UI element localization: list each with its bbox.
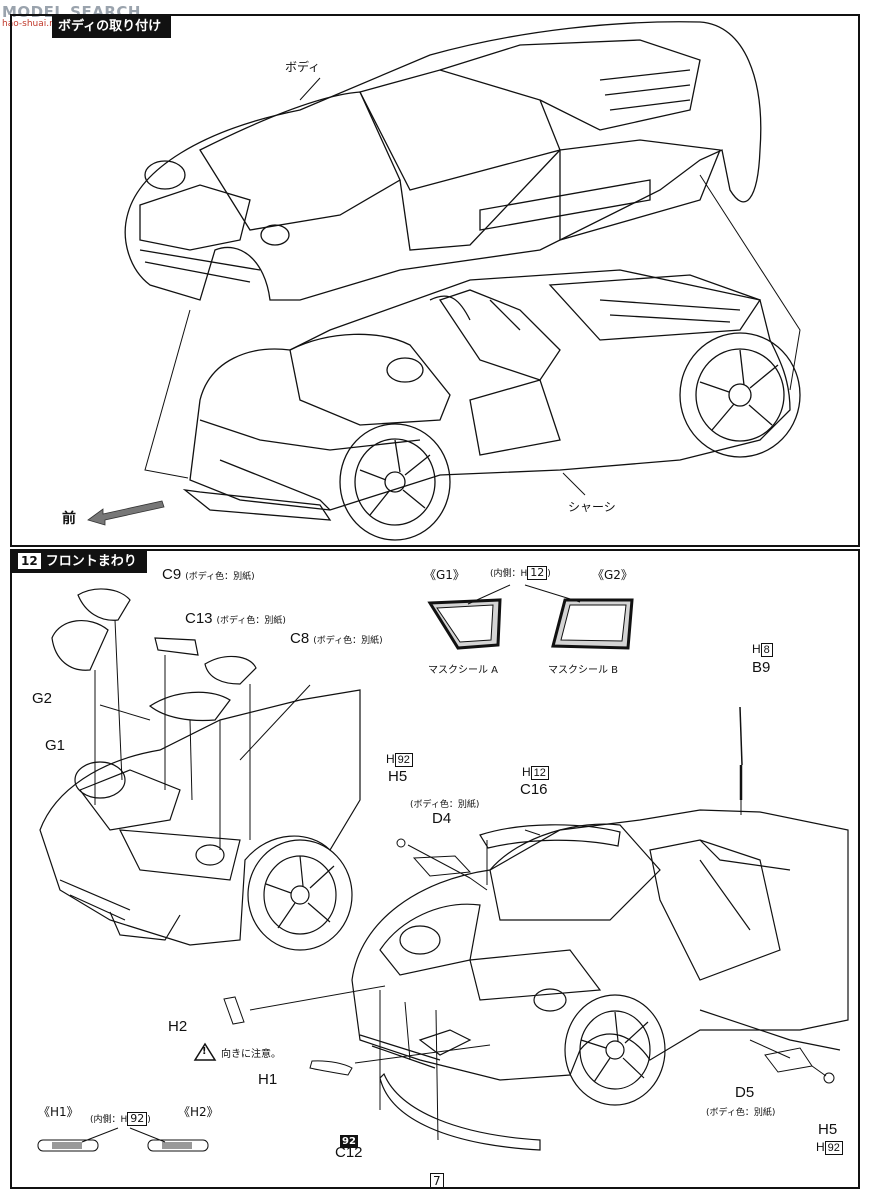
part-c8 bbox=[204, 655, 257, 685]
caution-icon bbox=[193, 1042, 217, 1061]
label-c12: C12 bbox=[335, 1144, 363, 1161]
label-h1-inset: 《H1》 bbox=[38, 1105, 79, 1119]
label-g1: G1 bbox=[45, 737, 66, 754]
label-h1: H1 bbox=[258, 1071, 278, 1088]
part-h5-top bbox=[396, 838, 406, 848]
right-loose-parts bbox=[223, 706, 835, 1084]
part-c13 bbox=[154, 637, 199, 656]
part-g1 bbox=[148, 691, 231, 722]
step11-guide-lines bbox=[144, 77, 801, 496]
right-front-view-drawing bbox=[351, 809, 849, 1106]
left-front-view-drawing bbox=[39, 689, 361, 951]
label-h2-inset: 《H2》 bbox=[178, 1105, 219, 1119]
step11-title: ボディの取り付け bbox=[58, 19, 162, 34]
label-g1-inset: 《G1》 bbox=[424, 568, 465, 582]
part-d4 bbox=[412, 855, 472, 877]
left-guide-lines bbox=[94, 619, 311, 850]
car-body-drawing bbox=[124, 21, 762, 301]
caution-text: 向きに注意。 bbox=[221, 1049, 281, 1060]
loose-parts bbox=[51, 588, 257, 722]
step11-panel bbox=[10, 14, 860, 547]
label-c12-color: 92 bbox=[340, 1135, 358, 1148]
car-chassis-drawing bbox=[182, 269, 801, 541]
label-c13: C13(ボディ色：別紙) bbox=[185, 610, 286, 627]
label-c16: C16 bbox=[520, 781, 548, 798]
label-front: 前 bbox=[62, 511, 76, 527]
label-body: ボディ bbox=[285, 60, 321, 74]
part-g2 bbox=[51, 619, 109, 671]
part-h1 bbox=[309, 1060, 353, 1076]
part-c9 bbox=[77, 588, 131, 621]
label-g2-inset: 《G2》 bbox=[592, 568, 633, 582]
label-g2: G2 bbox=[32, 690, 53, 707]
caution-symbol: ! bbox=[202, 1046, 207, 1057]
label-b9: B9 bbox=[752, 659, 771, 676]
label-d5-note: (ボディ色：別紙) bbox=[706, 1108, 776, 1118]
step12-title: フロントまわり bbox=[45, 554, 137, 569]
label-mask-a: マスクシール A bbox=[428, 665, 499, 676]
part-c12 bbox=[379, 1072, 541, 1151]
label-chassis: シャーシ bbox=[568, 500, 616, 514]
h-detail-inset bbox=[37, 1127, 209, 1152]
page-number: 7 bbox=[430, 1170, 444, 1189]
label-c8: C8(ボディ色：別紙) bbox=[290, 630, 383, 647]
step12-number: 12 bbox=[18, 553, 41, 569]
part-h2 bbox=[223, 996, 245, 1025]
label-d4-note: (ボディ色：別紙) bbox=[410, 800, 480, 810]
label-c9: C9(ボディ色：別紙) bbox=[162, 566, 255, 583]
step11-header: ボディの取り付け bbox=[52, 16, 172, 38]
mask-seal-inset bbox=[427, 584, 634, 650]
label-d5: D5 bbox=[735, 1084, 755, 1101]
part-b9-antenna bbox=[739, 706, 743, 766]
step12-header: 12 フロントまわり bbox=[12, 551, 147, 573]
front-arrow-icon bbox=[87, 500, 165, 526]
right-guide-lines bbox=[249, 800, 827, 1141]
part-h5-bottom bbox=[823, 1072, 835, 1084]
watermark-site: hao-shuai.net bbox=[2, 19, 64, 29]
label-mask-b: マスクシール B bbox=[548, 665, 619, 676]
label-d4: D4 bbox=[432, 810, 452, 827]
label-h2: H2 bbox=[168, 1018, 188, 1035]
part-d5 bbox=[764, 1047, 813, 1073]
label-h5-top: H5 bbox=[388, 768, 408, 785]
label-h5-bottom: H5 bbox=[818, 1121, 838, 1138]
